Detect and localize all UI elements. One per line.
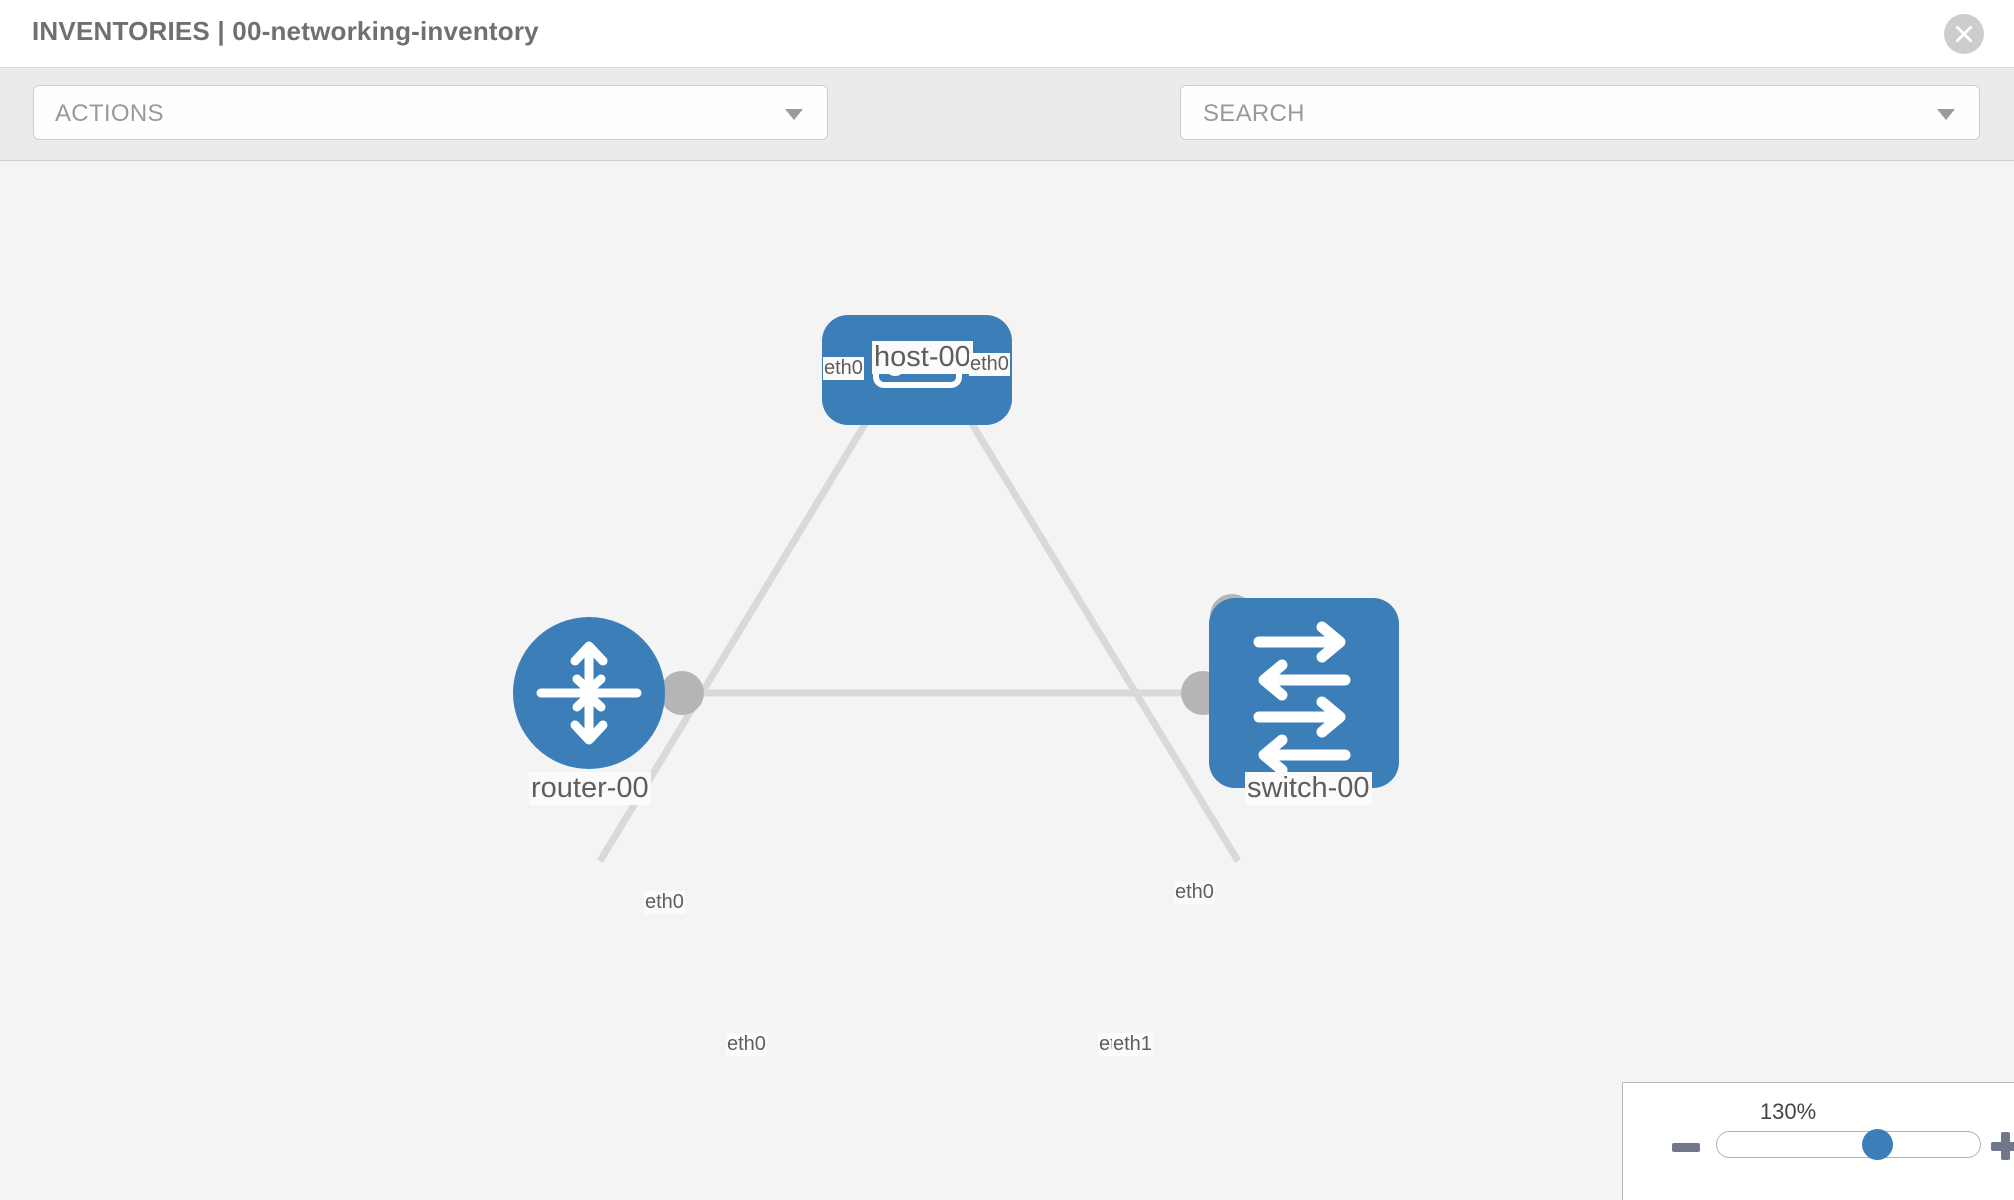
close-icon bbox=[1955, 25, 1973, 43]
zoom-control-panel: 130% bbox=[1622, 1082, 2014, 1200]
interface-label-router00-to-host00: eth0 bbox=[644, 891, 685, 914]
zoom-slider[interactable] bbox=[1716, 1129, 1981, 1160]
interface-label-switch00-eth1: eth1 bbox=[1112, 1033, 1153, 1056]
chevron-down-icon bbox=[785, 109, 803, 120]
zoom-level-label: 130% bbox=[1759, 1099, 1817, 1124]
node-label-router-00: router-00 bbox=[529, 772, 651, 805]
actions-dropdown[interactable]: ACTIONS bbox=[33, 85, 828, 140]
interface-label-host00-to-router00: eth0 bbox=[823, 357, 864, 380]
switch-icon bbox=[1253, 621, 1351, 776]
toolbar: ACTIONS bbox=[0, 68, 2014, 198]
interface-label-switch00-to-host00: eth0 bbox=[1174, 881, 1215, 904]
close-button[interactable] bbox=[1944, 14, 1984, 54]
chevron-down-icon[interactable] bbox=[1937, 109, 1955, 120]
zoom-in-button[interactable] bbox=[1991, 1132, 2014, 1160]
interface-label-host00-to-switch00: eth0 bbox=[969, 353, 1010, 376]
node-label-host-00: host-00 bbox=[872, 341, 973, 374]
interface-label-router00-eth0: eth0 bbox=[726, 1033, 767, 1056]
topology-canvas[interactable]: host-00 router-00 switch-00 eth0 eth0 et… bbox=[0, 161, 2014, 1200]
zoom-slider-thumb[interactable] bbox=[1862, 1129, 1893, 1160]
link-group bbox=[597, 389, 1241, 863]
node-label-switch-00: switch-00 bbox=[1245, 772, 1372, 805]
link-host00-switch00[interactable] bbox=[949, 389, 1241, 863]
node-switch-00[interactable] bbox=[1209, 598, 1399, 788]
page-title: INVENTORIES | 00-networking-inventory bbox=[32, 16, 539, 46]
search-input[interactable] bbox=[1201, 86, 1905, 141]
node-router-00[interactable] bbox=[513, 617, 665, 769]
topology-graph bbox=[513, 315, 1399, 863]
router-icon bbox=[536, 641, 642, 745]
interface-endpoint-router00-eth0[interactable] bbox=[660, 671, 704, 715]
search-field[interactable] bbox=[1180, 85, 1980, 141]
actions-dropdown-label: ACTIONS bbox=[55, 100, 164, 127]
page-header: INVENTORIES | 00-networking-inventory bbox=[0, 0, 2014, 68]
zoom-out-button[interactable] bbox=[1672, 1143, 1700, 1152]
